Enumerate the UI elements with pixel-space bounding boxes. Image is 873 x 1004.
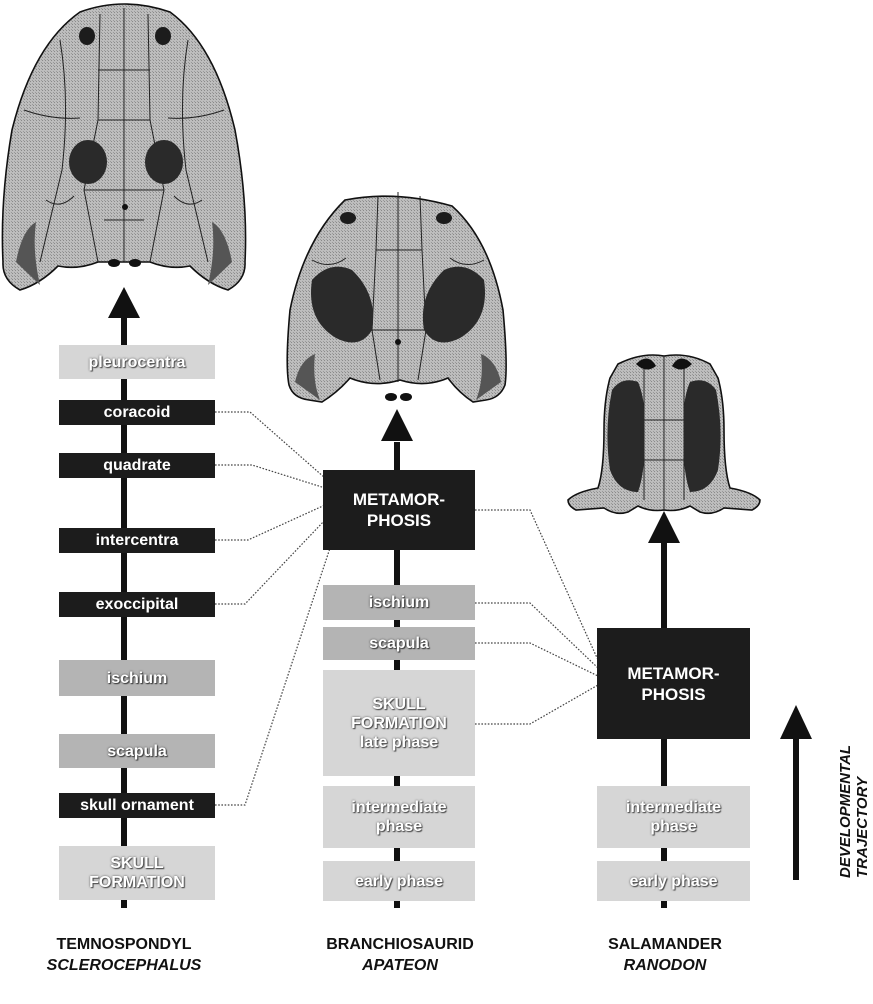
box-early-phase-branchiosaurid: early phase (323, 861, 475, 901)
box-metamorphosis-salamander: METAMOR- PHOSIS (597, 628, 750, 739)
skull-ranodon (568, 355, 760, 513)
trajectory-arrow-head (780, 705, 812, 739)
box-scapula-branchiosaurid: scapula (323, 627, 475, 660)
box-pleurocentra: pleurocentra (59, 345, 215, 379)
box-ischium: ischium (59, 660, 215, 696)
skull-sclerocephalus (2, 4, 245, 290)
label-temnospondyl: TEMNOSPONDYL SCLEROCEPHALUS (14, 934, 234, 976)
label-branchiosaurid-group: BRANCHIOSAURID (326, 936, 474, 953)
label-salamander: SALAMANDER RANODON (560, 934, 770, 976)
label-apateon: APATEON (290, 955, 510, 976)
box-skull-formation: SKULL FORMATION (59, 846, 215, 900)
box-scapula: scapula (59, 734, 215, 768)
label-salamander-group: SALAMANDER (608, 936, 722, 953)
box-coracoid: coracoid (59, 400, 215, 425)
box-ischium-branchiosaurid: ischium (323, 585, 475, 620)
arrow-head-temnospondyl (108, 287, 140, 318)
box-metamorphosis-branchiosaurid: METAMOR- PHOSIS (323, 470, 475, 550)
label-temnospondyl-group: TEMNOSPONDYL (56, 936, 191, 953)
box-intercentra: intercentra (59, 528, 215, 553)
arrow-head-salamander (648, 511, 680, 543)
label-sclerocephalus: SCLEROCEPHALUS (14, 955, 234, 976)
box-quadrate: quadrate (59, 453, 215, 478)
box-intermediate-phase-branchiosaurid: intermediate phase (323, 786, 475, 848)
developmental-trajectory-text: DEVELOPMENTAL TRAJECTORY (837, 745, 871, 878)
skull-apateon (287, 192, 506, 402)
box-intermediate-phase-salamander: intermediate phase (597, 786, 750, 848)
developmental-trajectory-label: DEVELOPMENTAL TRAJECTORY (833, 738, 873, 878)
label-branchiosaurid: BRANCHIOSAURID APATEON (290, 934, 510, 976)
box-exoccipital: exoccipital (59, 592, 215, 617)
box-skull-formation-late-phase: SKULL FORMATION late phase (323, 670, 475, 776)
label-ranodon: RANODON (560, 955, 770, 976)
box-skull-ornament: skull ornament (59, 793, 215, 818)
arrow-head-branchiosaurid (381, 409, 413, 441)
box-early-phase-salamander: early phase (597, 861, 750, 901)
